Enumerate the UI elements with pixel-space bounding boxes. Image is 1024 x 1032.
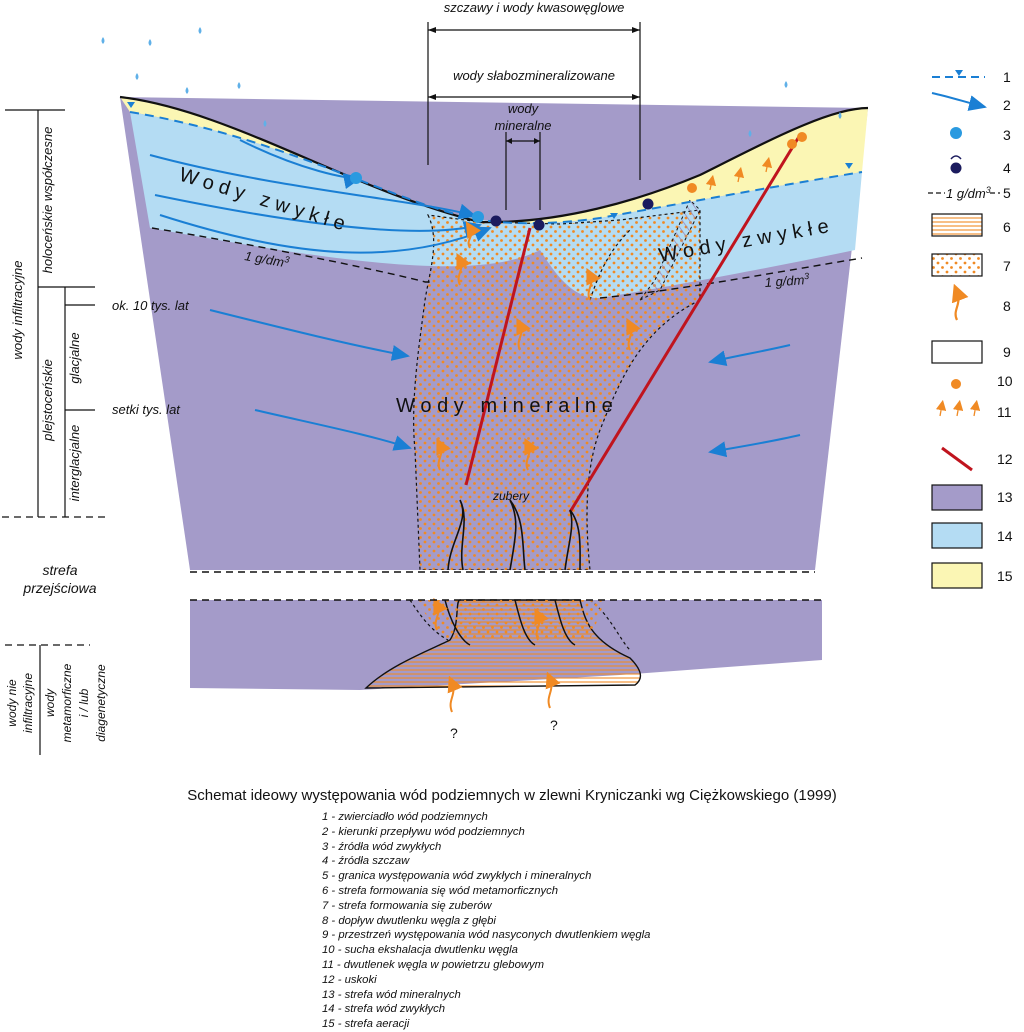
label-metam-1: wody bbox=[43, 688, 57, 717]
svg-text:1 g/dm3: 1 g/dm3 bbox=[946, 185, 991, 201]
label-nie-infiltr-1: wody nie bbox=[5, 679, 19, 727]
legend-item: 12 - uskoki bbox=[322, 973, 377, 986]
aeration-zone bbox=[120, 97, 868, 224]
legend-number: 1 bbox=[1003, 69, 1011, 85]
legend-number: 12 bbox=[997, 451, 1013, 467]
label-strefa-1: strefa bbox=[42, 562, 77, 578]
label-boundary-right: 1 g/dm bbox=[764, 272, 805, 290]
legend-item: 14 - strefa wód zwykłych bbox=[322, 1003, 446, 1016]
legend-item: 15 - strefa aeracji bbox=[322, 1018, 410, 1031]
label-boundary-left: 1 g/dm bbox=[243, 248, 285, 270]
legend-item: 7 - strefa formowania się zuberów bbox=[322, 899, 492, 912]
rain-drops bbox=[101, 27, 842, 137]
label-wody-min-2: mineralne bbox=[494, 118, 551, 133]
legend-number: 3 bbox=[1003, 127, 1011, 143]
flow-line bbox=[254, 409, 412, 451]
upper-block bbox=[101, 27, 869, 571]
legend-item: 1 - zwierciadło wód podziemnych bbox=[322, 811, 488, 823]
legend-number: 8 bbox=[1003, 298, 1011, 314]
label-wody-min-1: wody bbox=[508, 101, 540, 116]
svg-text:1 g/dm3: 1 g/dm3 bbox=[764, 271, 810, 290]
legend-item: 3 - źródła wód zwykłych bbox=[322, 840, 442, 853]
legend-number: 2 bbox=[1003, 97, 1011, 113]
label-plejstocenskie: plejstoceńskie bbox=[40, 359, 55, 442]
flow-line bbox=[159, 214, 492, 254]
dimension-lines bbox=[427, 22, 641, 210]
label-holocenskie: holoceńskie współczesne bbox=[40, 127, 55, 274]
label-metam-2: metamorficzne bbox=[60, 663, 74, 742]
ordinary-spring bbox=[350, 172, 362, 184]
fault-line bbox=[464, 227, 532, 486]
flow-line bbox=[708, 434, 801, 458]
co2-saturated-space bbox=[413, 209, 701, 570]
acid-spring bbox=[533, 219, 545, 231]
flow-line bbox=[708, 344, 791, 367]
lower-block bbox=[190, 597, 822, 713]
legend-number: 15 bbox=[997, 568, 1013, 584]
co2-arrows bbox=[436, 221, 641, 471]
label-metam-4: diagenetyczne bbox=[94, 664, 108, 742]
legend-number: 11 bbox=[997, 404, 1012, 420]
label-strefa-2: przejściowa bbox=[22, 580, 96, 596]
legend-item: 8 - dopływ dwutlenku węgla z głębi bbox=[322, 914, 496, 927]
legend-boundary-label: 1 g/dm bbox=[946, 186, 986, 201]
legend-number: 9 bbox=[1003, 344, 1011, 360]
label-wody-mineralne: W o d y m i n e r a l n e bbox=[396, 395, 613, 417]
hatched-strip bbox=[639, 199, 701, 301]
acid-spring bbox=[490, 215, 502, 227]
figure-caption: Schemat ideowy występowania wód podziemn… bbox=[187, 787, 837, 804]
dry-exhalation bbox=[787, 139, 797, 149]
label-zubery: zubery bbox=[492, 489, 530, 503]
legend-number: 13 bbox=[997, 489, 1013, 505]
legend-number: 4 bbox=[1003, 160, 1011, 176]
label-glacjalne: glacjalne bbox=[67, 332, 82, 383]
flow-line bbox=[149, 154, 477, 220]
legend-number: 5 bbox=[1003, 185, 1011, 201]
zuber-shape bbox=[447, 499, 465, 571]
dry-exhalation bbox=[797, 132, 807, 142]
legend-item: 9 - przestrzeń występowania wód nasycony… bbox=[322, 929, 651, 942]
soil-co2-arrows bbox=[705, 156, 773, 191]
zuber-shape bbox=[509, 499, 526, 571]
question-mark: ? bbox=[550, 717, 558, 733]
legend-item: 6 - strefa formowania się wód metamorfic… bbox=[322, 884, 559, 897]
label-setki: setki tys. lat bbox=[112, 402, 181, 417]
label-ok10: ok. 10 tys. lat bbox=[112, 298, 190, 313]
label-interglacjalne: interglacjalne bbox=[67, 425, 82, 502]
legend-item: 4 - źródła szczaw bbox=[322, 855, 410, 868]
label-wody-infiltracyjne: wody infiltracyjne bbox=[10, 261, 25, 360]
water-table bbox=[129, 111, 863, 225]
legend-item: 2 - kierunki przepływu wód podziemnych bbox=[322, 825, 525, 838]
dry-exhalation bbox=[687, 183, 697, 193]
legend-item: 5 - granica występowania wód zwykłych i … bbox=[322, 870, 592, 883]
legend-item: 11 - dwutlenek węgla w powietrzu glebowy… bbox=[322, 958, 545, 971]
legend-item: 13 - strefa wód mineralnych bbox=[322, 988, 461, 1001]
flow-line bbox=[209, 309, 410, 361]
left-column bbox=[2, 109, 105, 755]
label-szczawy: szczawy i wody kwasowęglowe bbox=[444, 0, 625, 15]
flow-line bbox=[154, 194, 482, 237]
ground-surface bbox=[119, 95, 869, 224]
legend-item: 10 - sucha ekshalacja dwutlenku węgla bbox=[322, 944, 518, 957]
zuber-shape bbox=[564, 509, 581, 571]
legend-list: 1 - zwierciadło wód podziemnych 2 - kier… bbox=[322, 810, 650, 1032]
acid-spring bbox=[642, 198, 654, 210]
label-metam-3: i / lub bbox=[77, 688, 91, 717]
label-slabo: wody słabozmineralizowane bbox=[453, 68, 615, 83]
legend-number: 14 bbox=[997, 528, 1013, 544]
ordinary-spring bbox=[472, 211, 484, 223]
legend-number: 10 bbox=[997, 373, 1013, 389]
fault-line bbox=[568, 134, 802, 513]
legend-number: 6 bbox=[1003, 219, 1011, 235]
question-mark: ? bbox=[450, 725, 458, 741]
legend-number: 7 bbox=[1003, 258, 1011, 274]
legend-symbols bbox=[928, 70, 1000, 589]
legend-numbers: 1 2 3 4 5 6 7 8 9 10 11 12 13 14 15 bbox=[997, 69, 1013, 584]
svg-text:1 g/dm3: 1 g/dm3 bbox=[243, 247, 290, 271]
label-nie-infiltr-2: infiltracyjne bbox=[21, 673, 35, 733]
